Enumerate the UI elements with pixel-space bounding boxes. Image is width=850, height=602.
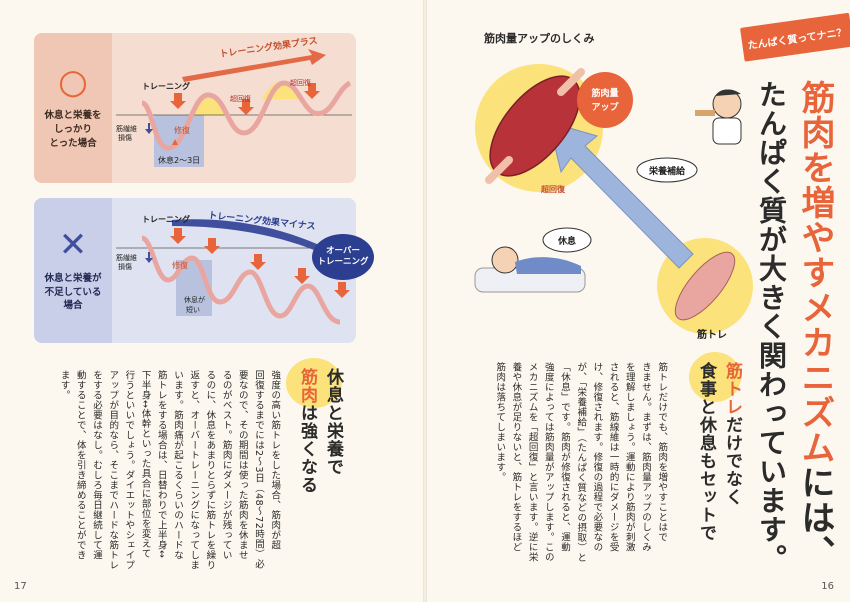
muscle-mechanism-diagram: 筋肉量 アップ 栄養補給 休息 超回復 筋トレ <box>474 64 753 341</box>
muscle-up-badge <box>577 72 633 128</box>
super-recovery-label: 超回復 <box>540 184 566 194</box>
svg-text:短い: 短い <box>186 305 200 314</box>
body-text-column: 下半身↔体幹といった具合に部位を変えて <box>139 370 151 559</box>
body-text-column: 返すと、オーバートレーニングになってしま <box>188 370 200 570</box>
training-label: トレーニング <box>142 81 190 91</box>
body-text-column: アップが目的なら、そこまでハードな筋トレ <box>107 370 119 570</box>
body-text-column: 要なので、その期間は使った筋肉を休ませ <box>236 370 248 560</box>
body-text-column: 回復するまでには2〜3日（48〜72時間）必 <box>253 370 264 570</box>
recovery-label: 修復 <box>174 125 190 135</box>
growth-arrow <box>548 121 694 269</box>
body-text-column: を理解しましょう。運動により筋肉が刺激 <box>623 362 635 552</box>
body-text-column: をする必要はなし。むしろ毎日継続して運 <box>91 370 102 560</box>
nutrition-bubble <box>636 157 698 183</box>
rest-label: 休息 <box>557 235 576 247</box>
nutrition-label: 栄養補給 <box>648 165 686 177</box>
overtraining-badge: オーバートレーニング <box>312 234 374 280</box>
diagram-title: 筋肉量アップのしくみ <box>480 30 599 46</box>
right-heading-col1: 筋トレだけでなく <box>722 362 742 506</box>
svg-text:損傷: 損傷 <box>118 262 132 271</box>
body-text-column: 強度の高い筋トレをした場合、筋肉が超 <box>269 370 281 550</box>
body-text-column: 動することで、体を引き締めることができ <box>74 370 86 560</box>
svg-text:アップ: アップ <box>591 101 619 113</box>
page-number-right: 16 <box>821 581 834 592</box>
title-col2: たんぱく質が大きく関わっています。 <box>755 80 788 573</box>
body-text-column: るのに、休息をあまりとらずに筋トレを繰り <box>204 370 216 570</box>
body-text-column: 筋トレをする場合は、日替わりで上半身↔ <box>155 370 167 559</box>
training-arrow-icon-2 <box>238 99 254 115</box>
bad-case-chart: トレーニング効果マイナス 休息が 短い トレーニング 筋繊維 損傷 修復 <box>116 209 350 325</box>
right-page: 筋肉量アップのしくみ 筋肉量 アップ 栄養補給 休息 超回復 筋トレ <box>425 0 850 602</box>
svg-text:損傷: 損傷 <box>118 133 132 142</box>
svg-text:筋肉量: 筋肉量 <box>590 87 618 99</box>
recovery-label: 修復 <box>172 260 188 270</box>
body-text-column: が、「栄養補給」（たんぱく質などの摂取）と <box>575 362 587 563</box>
training-label: 筋トレ <box>696 328 727 341</box>
title-col1: 筋肉を増やすメカニズムには、 <box>795 80 835 570</box>
body-text-column: 「休息」です。筋肉が修復されると、運動 <box>559 362 570 552</box>
training-arrow-icon <box>170 228 186 244</box>
damage-arrow-icon <box>145 252 153 263</box>
book-gutter <box>423 0 427 602</box>
left-heading-col2: 筋肉は強くなる <box>297 368 317 494</box>
effect-minus-arrow <box>172 219 338 260</box>
body-text-column: 強度によっては筋肉量がアップします。この <box>542 362 554 562</box>
body-text-column: 筋トレだけでも、筋肉を増やすことはで <box>656 362 668 542</box>
body-text-column: きません。まずは、筋肉量アップのしくみ <box>640 362 651 552</box>
sleeping-person-icon <box>491 246 519 274</box>
effect-plus-label: トレーニング効果プラス <box>219 34 319 60</box>
rest-short-label: 休息が <box>184 295 205 304</box>
damage-arrow-icon <box>145 123 153 134</box>
training-arrow-icon-5 <box>334 282 350 298</box>
muscle-wave-line-down <box>140 235 341 325</box>
left-heading-col1: 休息と栄養で <box>323 368 343 476</box>
rest-bubble <box>542 227 592 253</box>
training-arrow-icon-2 <box>204 238 220 254</box>
body-text-column: 行うといいでしょう。ダイエットやシェイプ <box>123 370 135 570</box>
super-recovery-label-2: 超回復 <box>290 78 311 87</box>
muscle-small-icon <box>674 251 736 321</box>
training-arrow-icon-3 <box>250 254 266 270</box>
body-text-column: ます。 <box>58 370 70 400</box>
food-icon <box>695 110 715 116</box>
muscle-wave-line <box>140 80 352 151</box>
body-text-column: 養や休息が足りないと、筋トレをするほど <box>510 362 522 552</box>
training-arrow-icon-4 <box>294 268 310 284</box>
body-text-column: 筋肉は落ちてしまいます。 <box>494 362 506 482</box>
body-text-column: されると、筋線維は一時的にダメージを受 <box>607 362 619 552</box>
effect-plus-arrow <box>182 49 326 82</box>
body-text-column: るのがベスト。筋肉にダメージが残ってい <box>220 370 232 560</box>
training-arrow-icon-3 <box>304 83 320 99</box>
fiber-damage-label: 筋繊維 <box>116 253 137 262</box>
page-number-left: 17 <box>14 581 27 592</box>
heading-highlight <box>286 358 342 408</box>
good-case-label: 休息と栄養を しっかり とった場合 <box>44 110 102 149</box>
body-text-column: け、修復されます。修復の過程で必要なの <box>591 362 603 552</box>
good-case-chart: トレーニング効果プラス 休息2〜3日 トレーニング 超回復 超回復 筋繊維 損傷… <box>116 34 352 167</box>
body-text-column: メカニズムを「超回復」と言います。逆に栄 <box>526 362 538 562</box>
fiber-damage-label: 筋繊維 <box>116 124 137 133</box>
bad-case-side: ✕ 休息と栄養が 不足している 場合 <box>34 198 112 343</box>
recovery-up-icon <box>172 139 178 145</box>
section-tab: たんぱく質ってナニ？ <box>740 12 850 62</box>
rest-days-label: 休息2〜3日 <box>158 155 200 165</box>
training-label: トレーニング <box>142 214 190 224</box>
circle-mark-icon: ○ <box>58 62 88 103</box>
right-heading-col2: 食事と休息もセットで <box>696 362 716 542</box>
good-case-panel: ○ 休息と栄養を しっかり とった場合 トレーニング効果プラス 休息2〜3日 ト… <box>34 33 356 183</box>
heading-highlight <box>689 352 741 402</box>
training-arrow-icon <box>170 93 186 109</box>
body-text-column: います。筋肉痛が起こるくらいのハードな <box>172 370 183 560</box>
good-case-side: ○ 休息と栄養を しっかり とった場合 <box>34 33 112 183</box>
super-recovery-label-1: 超回復 <box>230 94 251 103</box>
bad-case-label: 休息と栄養が 不足している 場合 <box>44 272 102 312</box>
left-page: ○ 休息と栄養を しっかり とった場合 トレーニング効果プラス 休息2〜3日 ト… <box>14 33 374 592</box>
bad-case-panel: ✕ 休息と栄養が 不足している 場合 トレーニング効果マイナス 休息が 短い ト… <box>34 198 374 343</box>
cross-mark-icon: ✕ <box>58 224 88 265</box>
